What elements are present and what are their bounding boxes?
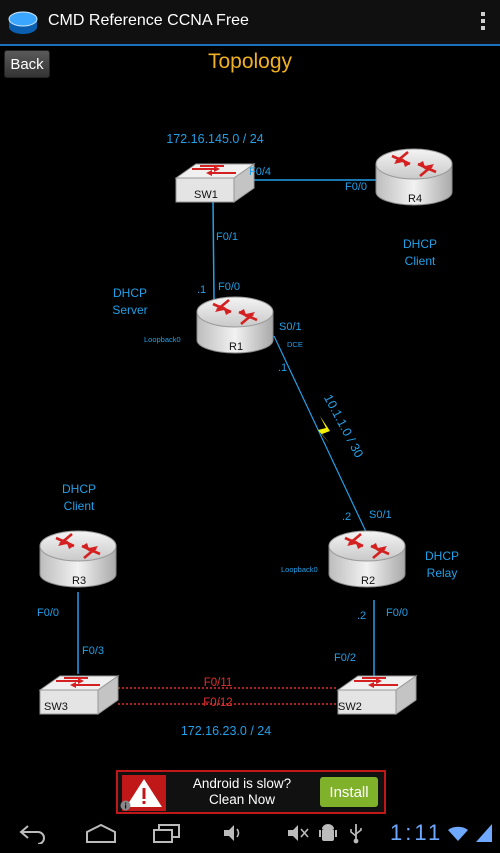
app-title-bar: CMD Reference CCNA Free bbox=[0, 0, 500, 46]
ad-banner[interactable]: Android is slow? Clean Now Install bbox=[116, 770, 386, 814]
r4-role-line1: DHCP bbox=[403, 237, 437, 251]
status-clock: 1:11 bbox=[390, 820, 444, 845]
ad-line2: Clean Now bbox=[208, 792, 276, 807]
signal-icon bbox=[476, 824, 492, 842]
router-r1-label: R1 bbox=[229, 341, 243, 353]
r3-role-line2: Client bbox=[64, 499, 95, 513]
app-title: CMD Reference CCNA Free bbox=[48, 12, 249, 29]
router-r1[interactable]: R1 bbox=[197, 297, 273, 353]
r1-s01-label: S0/1 bbox=[279, 321, 302, 333]
ad-install-button[interactable]: Install bbox=[320, 777, 378, 807]
sw1-f04-label: F0/4 bbox=[249, 166, 271, 178]
r3-f00-label: F0/0 bbox=[37, 607, 59, 619]
switch-sw2[interactable]: SW2 bbox=[337, 675, 417, 715]
r2-f00-dot2-label: .2 bbox=[357, 610, 366, 622]
app-logo-icon bbox=[8, 11, 38, 34]
r1-f00-label: F0/0 bbox=[218, 281, 240, 293]
ad-info-icon[interactable] bbox=[120, 800, 131, 811]
ad-text: Android is slow? Clean Now bbox=[166, 776, 318, 808]
nav-recent-apps-icon[interactable] bbox=[152, 822, 182, 844]
nav-home-icon[interactable] bbox=[84, 822, 118, 844]
link-sw1-r1 bbox=[212, 198, 215, 301]
r2-s01-label: S0/1 bbox=[369, 509, 392, 521]
sw-f012-label: F0/12 bbox=[203, 697, 232, 709]
switch-sw1-label: SW1 bbox=[194, 189, 218, 201]
r1-dot1-label: .1 bbox=[197, 284, 206, 296]
r3-role-line1: DHCP bbox=[62, 482, 96, 496]
switch-sw3[interactable]: SW3 bbox=[39, 675, 119, 715]
sw-f011-label: F0/11 bbox=[204, 677, 233, 689]
sw1-f01-label: F0/1 bbox=[216, 231, 238, 243]
sw3-f03-label: F0/3 bbox=[82, 645, 104, 657]
volume-icon[interactable] bbox=[222, 823, 244, 843]
r1-role-line2: Server bbox=[112, 303, 147, 317]
switch-sw3-label: SW3 bbox=[44, 701, 68, 713]
nav-back-icon[interactable] bbox=[18, 822, 48, 844]
r2-loopback-label: Loopback0 bbox=[281, 565, 318, 574]
overflow-menu-icon[interactable] bbox=[480, 12, 486, 34]
r1-role-line1: DHCP bbox=[113, 286, 147, 300]
sw2-f02-label: F0/2 bbox=[334, 652, 356, 664]
switch-sw2-label: SW2 bbox=[338, 701, 362, 713]
serial-link-lightning-icon bbox=[318, 416, 330, 444]
r4-role-line2: Client bbox=[405, 254, 436, 268]
back-button[interactable]: Back bbox=[4, 50, 50, 78]
r1-dce-label: DCE bbox=[287, 340, 303, 349]
page-title: Topology bbox=[207, 50, 293, 73]
r4-f00-label: F0/0 bbox=[345, 181, 367, 193]
subnet-top-label: 172.16.145.0 / 24 bbox=[166, 132, 263, 146]
switch-sw1[interactable]: SW1 bbox=[175, 163, 255, 203]
topology-diagram: 172.16.145.0 / 24 172.16.23.0 / 24 10.1.… bbox=[37, 132, 459, 738]
router-r3[interactable]: R3 bbox=[40, 531, 116, 587]
r1-serial-dot1-label: .1 bbox=[278, 362, 287, 374]
r1-loopback-label: Loopback0 bbox=[144, 335, 181, 344]
r2-dot2-label: .2 bbox=[342, 511, 351, 523]
usb-icon bbox=[350, 824, 362, 844]
r2-role-line2: Relay bbox=[427, 566, 458, 580]
subnet-bottom-label: 172.16.23.0 / 24 bbox=[181, 724, 271, 738]
r2-role-line1: DHCP bbox=[425, 549, 459, 563]
system-navigation-bar: 1:11 bbox=[0, 814, 500, 853]
wifi-icon bbox=[448, 826, 468, 841]
ad-line1: Android is slow? bbox=[192, 776, 292, 791]
router-r2-label: R2 bbox=[361, 575, 375, 587]
android-debug-icon bbox=[319, 824, 337, 841]
router-r2[interactable]: R2 bbox=[329, 531, 405, 587]
link-r1-r2-serial bbox=[273, 335, 369, 537]
volume-mute-icon bbox=[288, 825, 309, 841]
router-r3-label: R3 bbox=[72, 575, 86, 587]
router-r4-label: R4 bbox=[408, 193, 422, 205]
r2-f00-label: F0/0 bbox=[386, 607, 408, 619]
router-r4[interactable]: R4 bbox=[376, 149, 452, 205]
